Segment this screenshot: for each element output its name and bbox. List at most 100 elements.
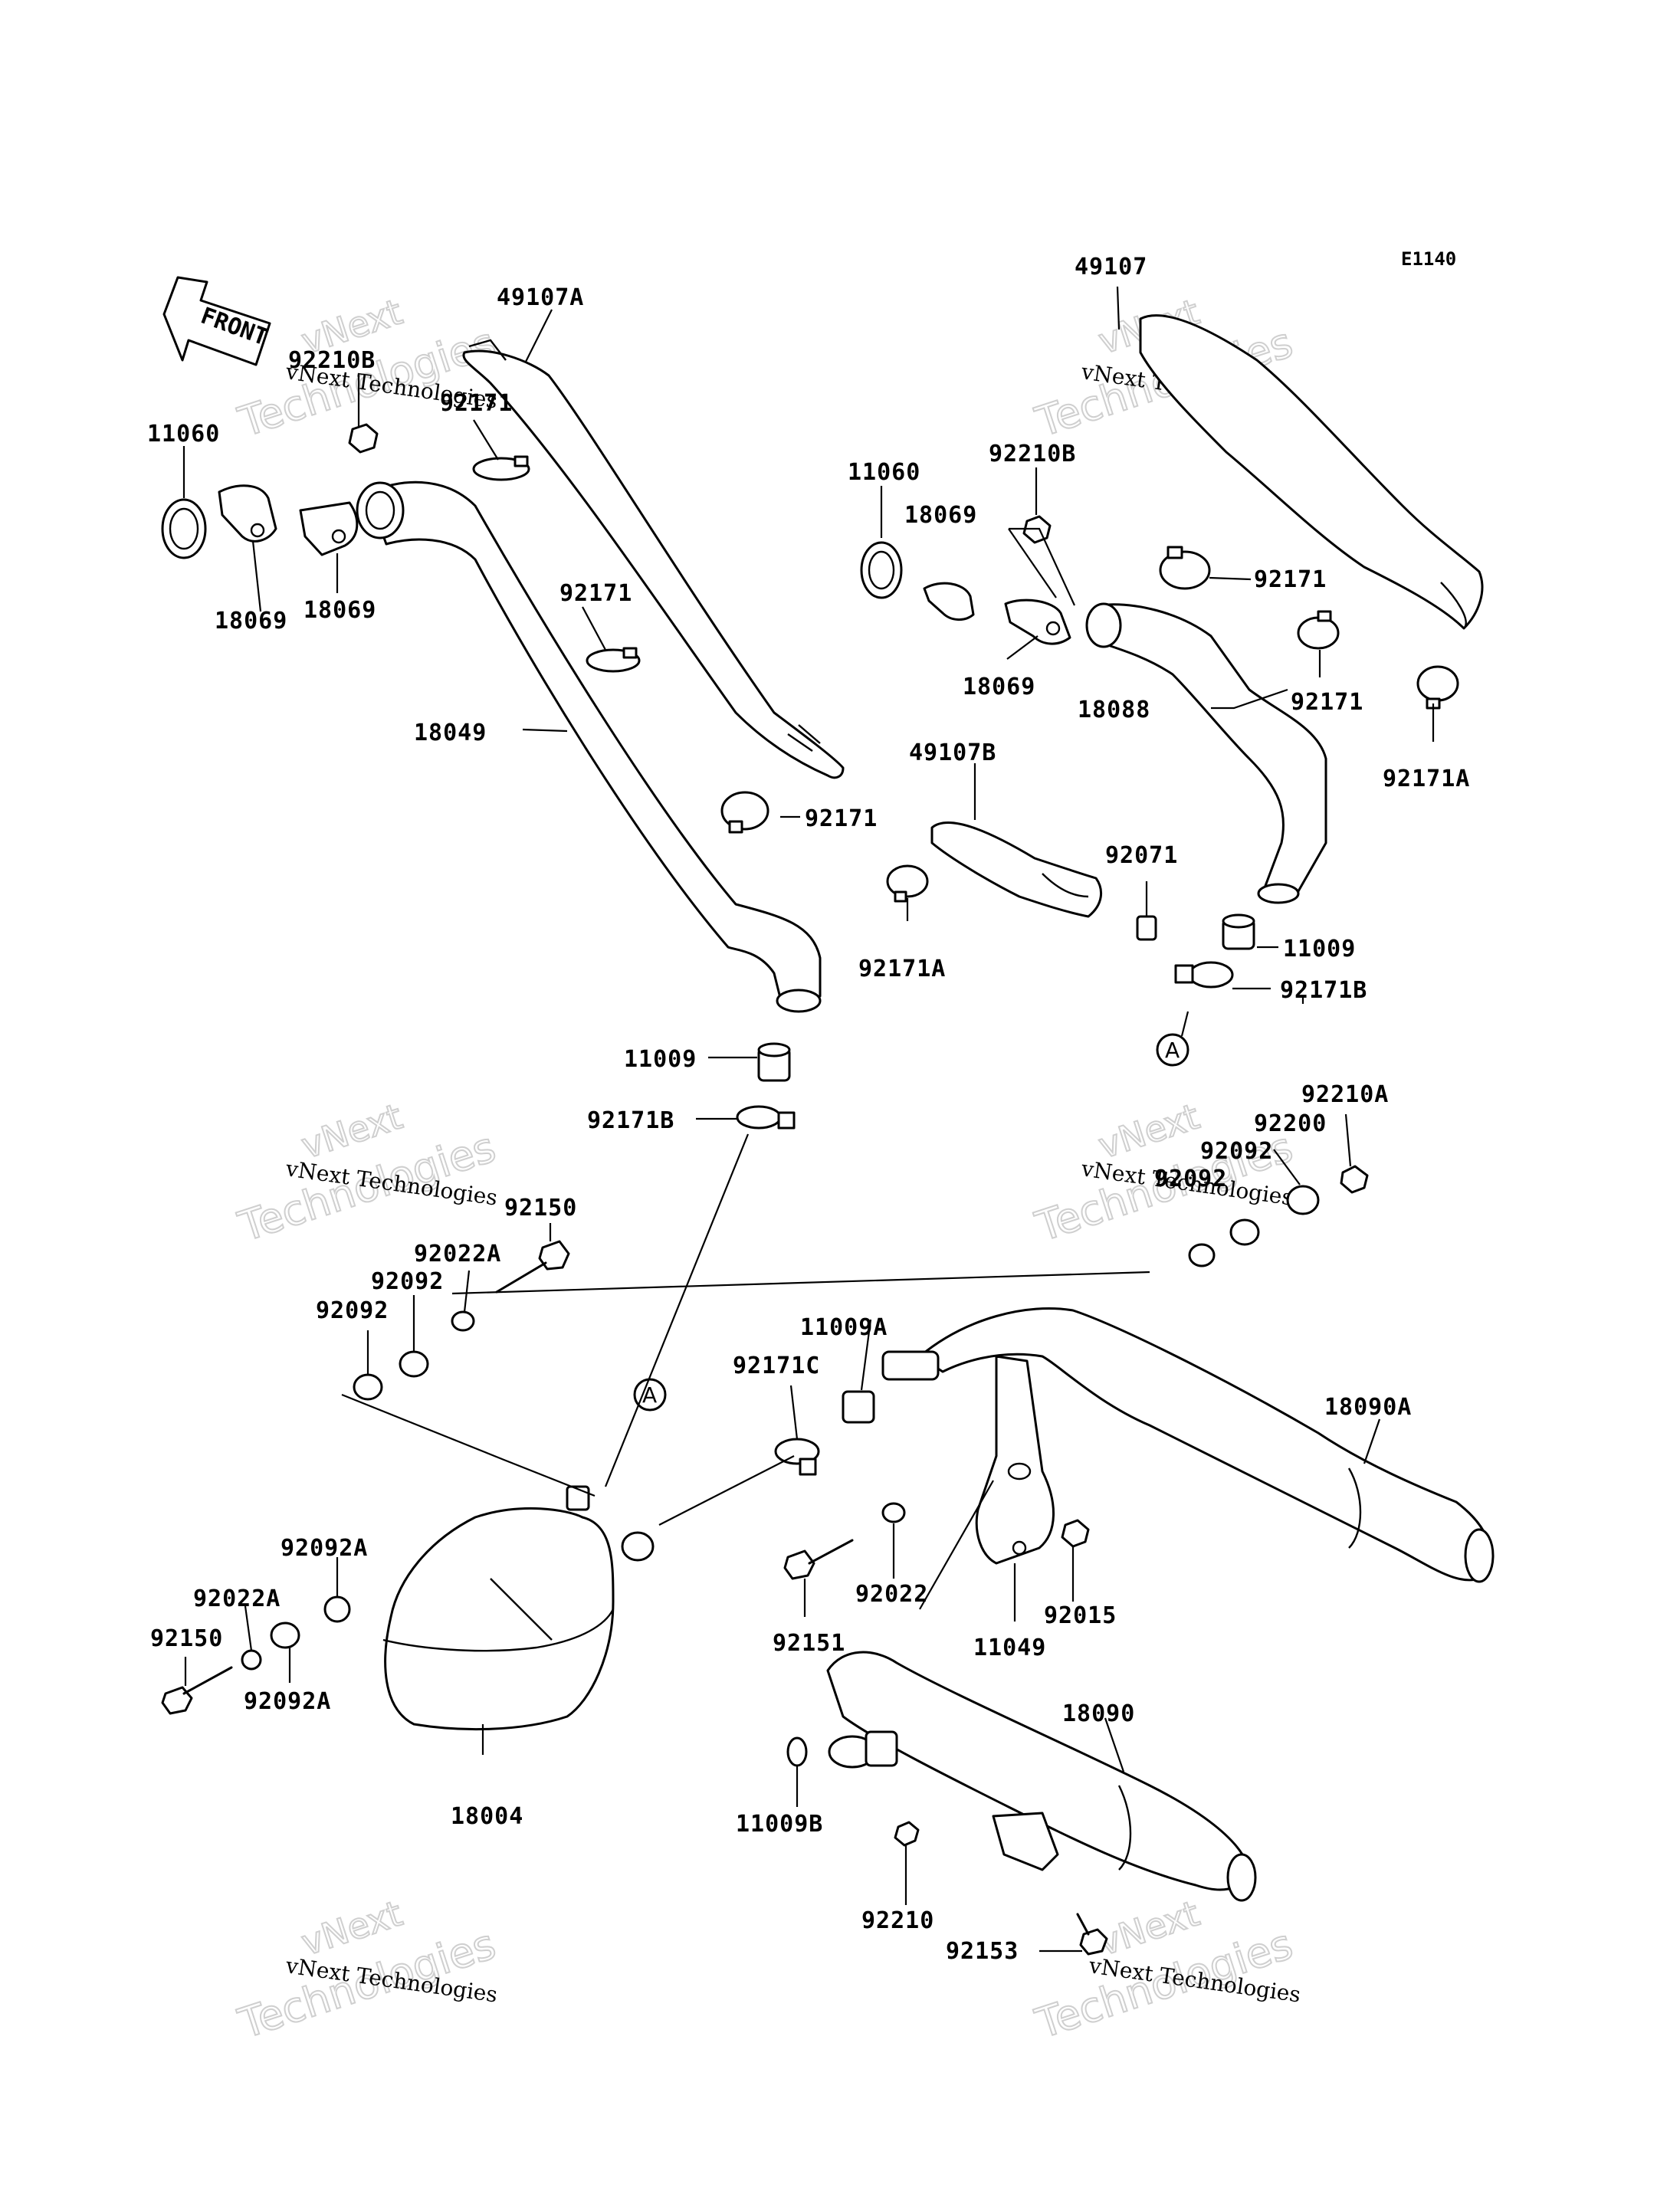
diagram-code: E1140: [1401, 248, 1456, 270]
label-92022A-bottom: 92022A: [193, 1585, 281, 1612]
heat-cover-49107A: [462, 339, 845, 779]
bracket-18090: [992, 1812, 1059, 1871]
nut-92210B-left: [348, 423, 379, 454]
label-92171-right-1: 92171: [1254, 566, 1327, 593]
bolt-92150-bottom: [161, 1666, 233, 1715]
label-11060-left: 11060: [147, 421, 220, 448]
label-92171C: 92171C: [733, 1353, 820, 1379]
label-92153: 92153: [946, 1938, 1019, 1965]
label-92171B-right: 92171B: [1280, 977, 1367, 1004]
part-labels: 49107A 49107 92210B 92171 11060 18069 18…: [147, 254, 1470, 1965]
clamp-92171A-right: [1416, 665, 1459, 710]
front-arrow-icon: FRONT: [162, 276, 271, 366]
label-18069-left-1: 18069: [215, 608, 287, 635]
bush-92092A-1: [323, 1595, 351, 1623]
label-11009-left: 11009: [624, 1046, 697, 1073]
label-18090: 18090: [1062, 1700, 1135, 1727]
gasket-11060-left: [161, 498, 207, 559]
label-92022: 92022: [855, 1581, 928, 1608]
label-92171-right-2: 92171: [1291, 689, 1363, 716]
clamp-92171B-right: [1174, 961, 1234, 989]
label-92200: 92200: [1254, 1110, 1327, 1137]
bush-92092A-2: [270, 1622, 300, 1649]
flange-18069-left-b: [299, 501, 359, 556]
gasket-11009B: [786, 1736, 808, 1767]
label-92210B-right: 92210B: [989, 441, 1076, 467]
label-11060-right: 11060: [848, 459, 920, 486]
label-18069-right-2: 18069: [963, 674, 1035, 700]
bush-92092-left-1: [399, 1350, 429, 1378]
nut-92015: [1061, 1519, 1090, 1548]
clamp-92171-left-3: [720, 791, 769, 834]
label-92171-left-3: 92171: [805, 805, 878, 832]
label-92150-bottom: 92150: [150, 1625, 223, 1652]
label-92092A-2: 92092A: [244, 1688, 331, 1715]
label-18004: 18004: [451, 1803, 523, 1830]
sleeve-11009-left: [757, 1042, 791, 1082]
label-92171A-middle: 92171A: [858, 956, 946, 982]
label-92210B-left: 92210B: [288, 347, 376, 374]
label-92150-left: 92150: [504, 1195, 577, 1221]
label-49107A: 49107A: [497, 284, 584, 311]
reference-mark-a-upper: A: [1156, 1033, 1189, 1067]
grommet-92071: [1136, 915, 1157, 941]
washer-92022A-bottom: [241, 1649, 262, 1671]
sleeve-11009A: [842, 1390, 875, 1424]
label-92171-left-2: 92171: [559, 580, 632, 607]
label-18088: 18088: [1078, 697, 1150, 723]
clamp-92171B-left: [736, 1105, 796, 1130]
label-49107B: 49107B: [909, 739, 996, 766]
label-11009A: 11009A: [800, 1314, 888, 1341]
clamp-92171-right-2: [1297, 610, 1340, 650]
clamp-92171A-middle: [886, 864, 929, 903]
exhaust-pipe-18088: [1085, 602, 1327, 904]
clamp-92171-left-2: [586, 647, 641, 673]
washer-92022A-left: [451, 1310, 475, 1332]
sleeve-11009-right: [1222, 913, 1255, 950]
label-92171A-right: 92171A: [1383, 766, 1470, 792]
bolt-92151: [783, 1539, 854, 1580]
washer-92022: [881, 1502, 906, 1523]
clamp-92171-left-1: [472, 455, 530, 481]
label-92210: 92210: [861, 1907, 934, 1934]
label-49107: 49107: [1075, 254, 1147, 280]
label-92092-left-2: 92092: [316, 1297, 389, 1324]
label-11009B: 11009B: [736, 1811, 823, 1838]
muffler-18004: [382, 1485, 655, 1731]
exhaust-pipe-18049: [356, 480, 822, 1013]
washer-92200: [1286, 1185, 1320, 1215]
label-18069-right-1: 18069: [904, 502, 977, 529]
watermark-group-5: vNext Technologies vNext Technologies: [232, 1892, 502, 2049]
bolt-92150-left: [495, 1240, 570, 1294]
label-92171B-left: 92171B: [587, 1107, 674, 1134]
label-92210A: 92210A: [1301, 1081, 1389, 1108]
label-92092-right-1: 92092: [1200, 1138, 1273, 1165]
nut-92210: [894, 1821, 920, 1847]
gasket-11060-right: [860, 541, 903, 599]
bush-92092-right-1: [1229, 1218, 1260, 1246]
flange-18069-right-a: [923, 582, 975, 621]
label-92151: 92151: [773, 1630, 845, 1657]
label-11049: 11049: [973, 1635, 1046, 1661]
flange-18090: [828, 1730, 898, 1769]
label-92022A-left: 92022A: [414, 1241, 501, 1267]
label-92092-left-1: 92092: [371, 1268, 444, 1295]
heat-cover-49107: [1139, 314, 1484, 630]
watermark-group-3: vNext Technologies vNext Technologies: [232, 1095, 502, 1252]
label-18090A: 18090A: [1324, 1394, 1412, 1421]
bolt-92153: [1076, 1913, 1108, 1956]
label-18049: 18049: [414, 720, 487, 746]
nut-92210A: [1340, 1165, 1369, 1194]
silencer-18090: [826, 1651, 1257, 1902]
bush-92092-right-2: [1188, 1243, 1216, 1267]
label-92071: 92071: [1105, 842, 1178, 869]
label-92171-left-1: 92171: [440, 390, 513, 417]
heat-cover-49107B: [930, 821, 1103, 918]
svg-text:A: A: [1165, 1038, 1180, 1063]
bush-92092-left-2: [353, 1373, 383, 1401]
clamp-92171C: [774, 1438, 820, 1476]
label-18069-left-2: 18069: [304, 597, 376, 624]
svg-text:A: A: [642, 1382, 657, 1408]
watermark-group-6: vNext Technologies vNext Technologies: [1029, 1892, 1302, 2049]
